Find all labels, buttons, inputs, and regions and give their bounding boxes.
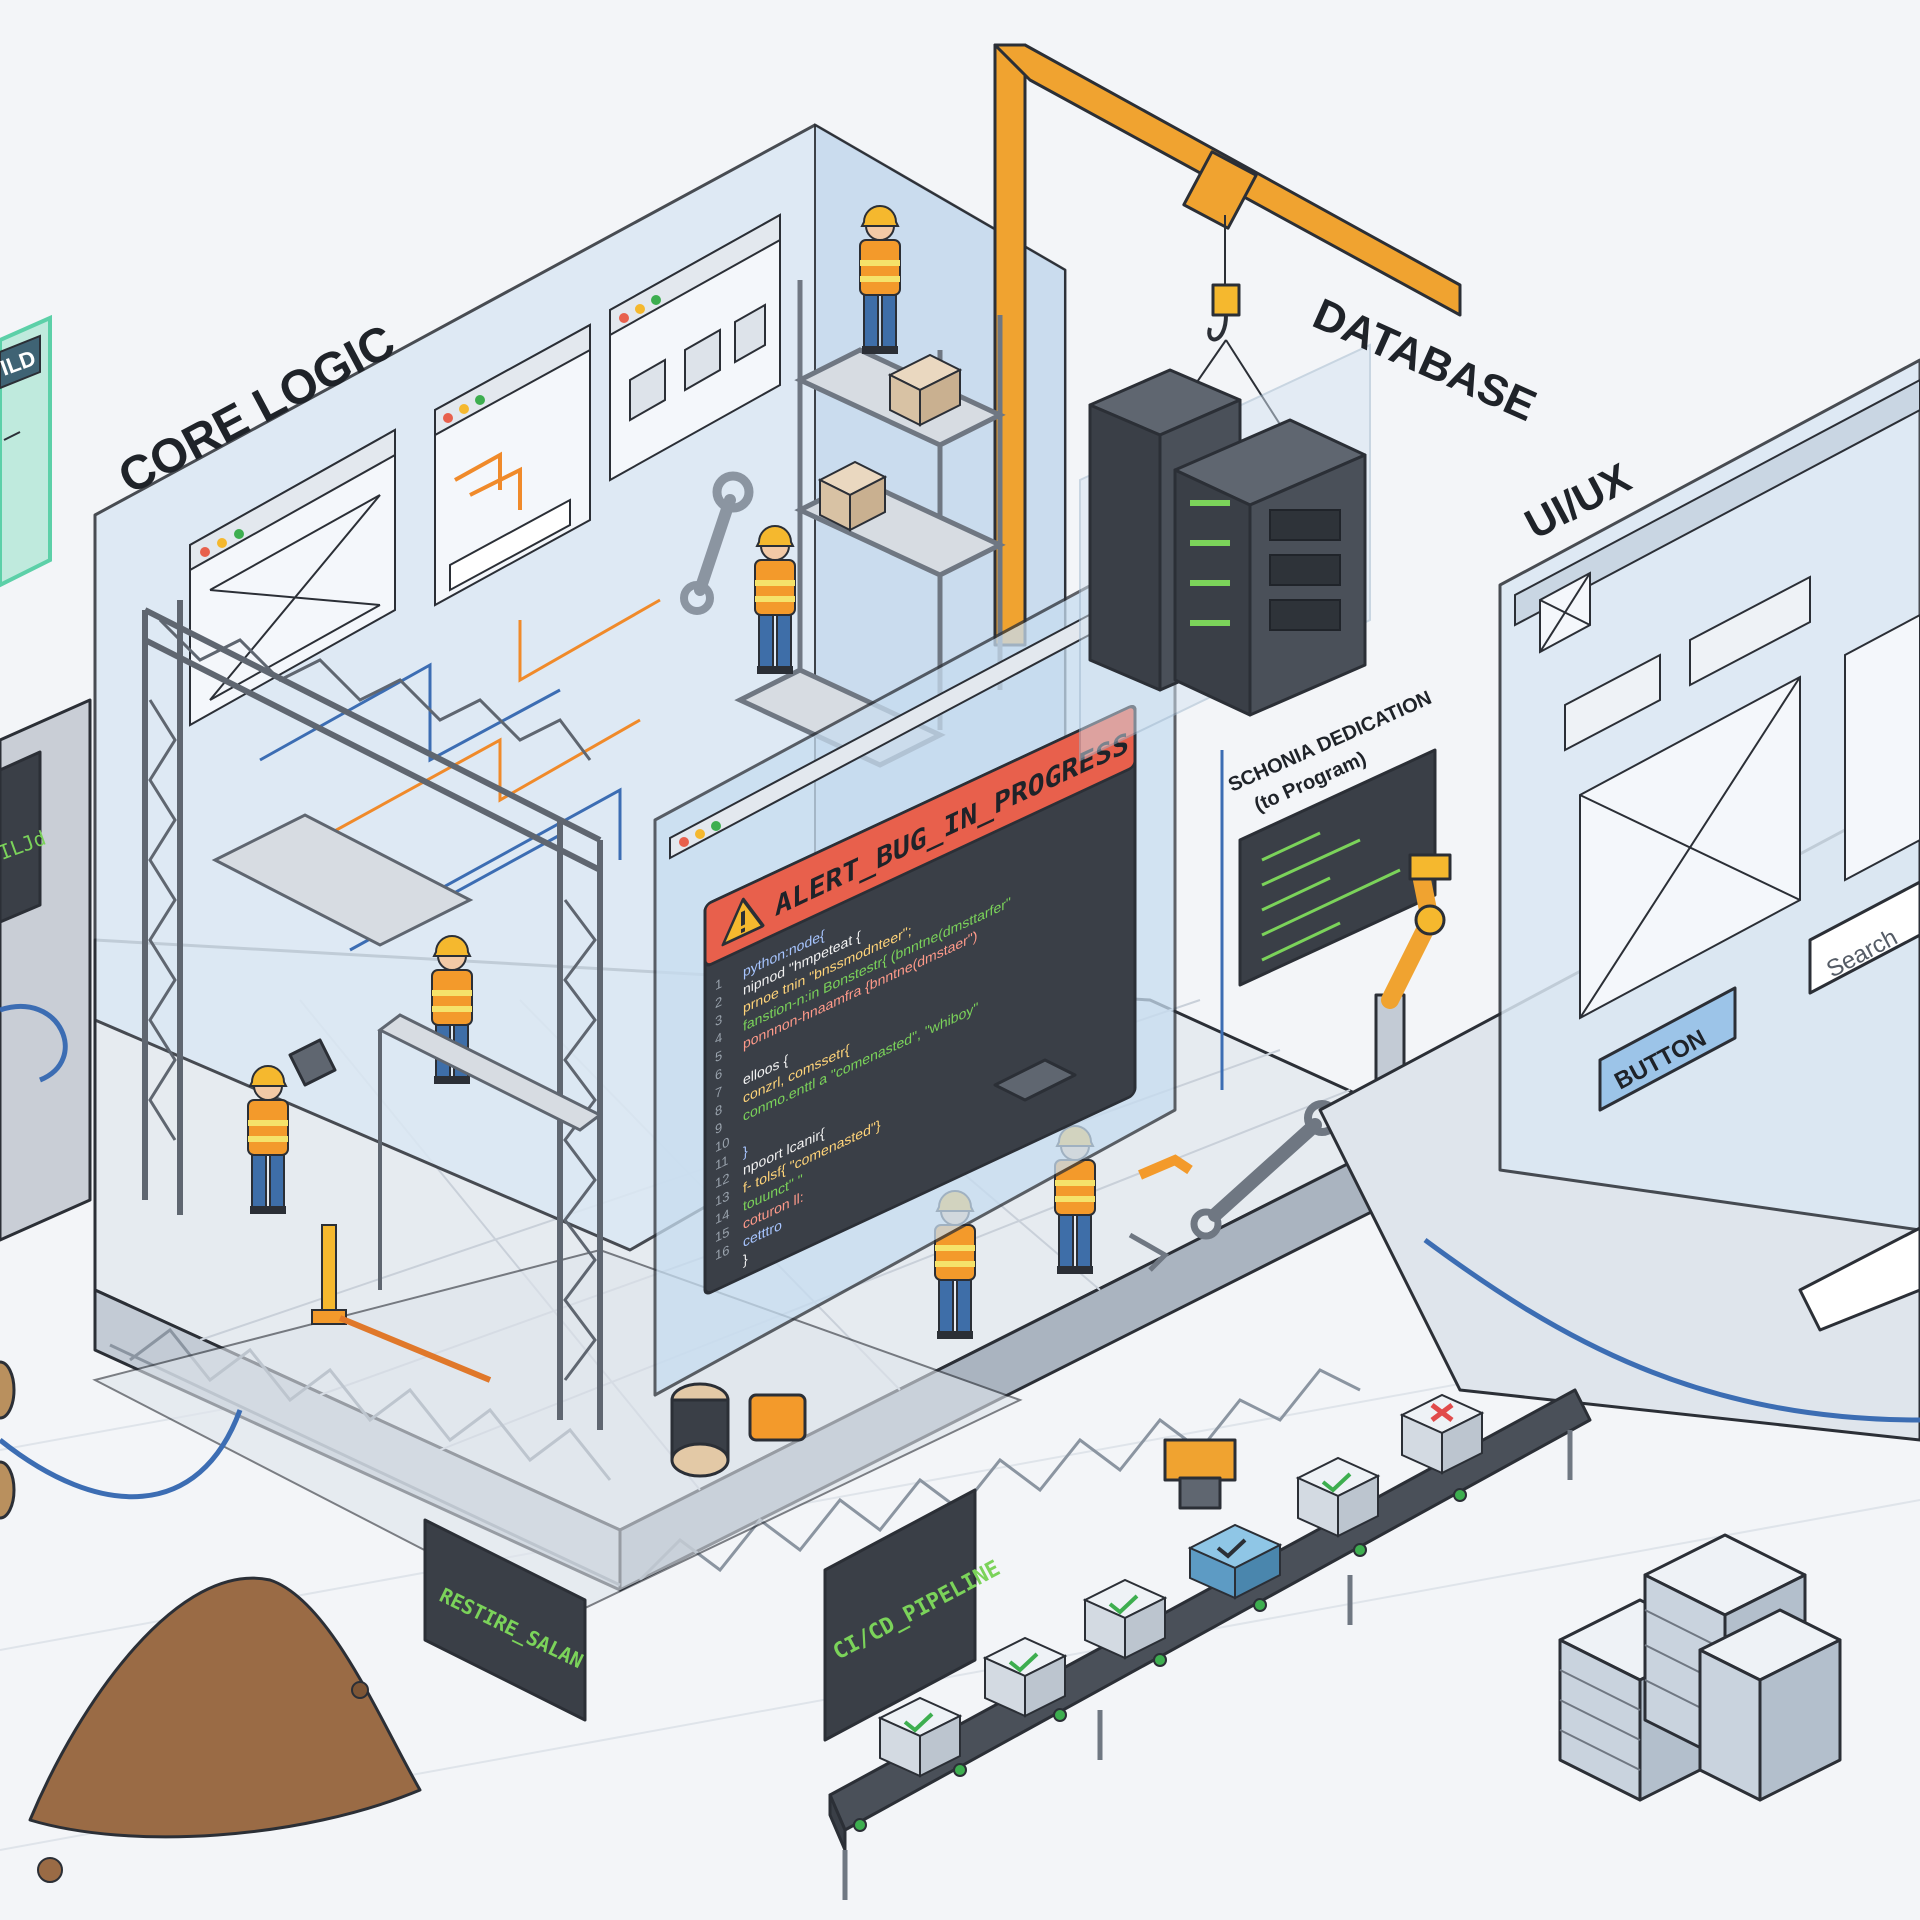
line-number: 10 <box>715 1134 730 1155</box>
box <box>887 353 963 427</box>
cable-spool <box>0 1360 16 1520</box>
wrench-icon <box>1190 1100 1340 1240</box>
cables <box>0 1237 1920 1500</box>
line-number: 9 <box>715 1120 722 1138</box>
line-number: 11 <box>715 1153 728 1174</box>
check-box <box>1082 1578 1168 1660</box>
line-number: 14 <box>715 1206 730 1227</box>
pliers <box>1128 1154 1193 1272</box>
wireframe-large-image <box>1579 675 1801 1020</box>
line-number: 5 <box>715 1047 723 1065</box>
wrench-icon <box>680 471 754 615</box>
check-icon <box>1008 1652 1039 1673</box>
scanner-robot <box>1163 1438 1237 1510</box>
check-box <box>877 1696 963 1778</box>
check-icon <box>1216 1538 1247 1559</box>
server-rack-icon <box>1173 418 1367 717</box>
document-stack <box>1698 1608 1842 1802</box>
line-number: 16 <box>715 1242 729 1263</box>
flowchart-window-3 <box>609 213 781 482</box>
line-number: 1 <box>715 976 722 994</box>
box <box>817 460 888 532</box>
check-icon <box>1321 1472 1352 1493</box>
pipeline-sign: CI/CD_PIPELINE <box>823 1488 1005 1742</box>
cross-icon <box>1430 1403 1454 1422</box>
reject-box <box>1399 1393 1485 1475</box>
schema-monitor <box>1238 748 1437 987</box>
line-number: 8 <box>715 1101 723 1119</box>
check-icon <box>903 1712 934 1733</box>
code-line: } <box>743 1252 748 1269</box>
cable-spool <box>670 1382 807 1478</box>
warning-icon <box>721 897 765 947</box>
line-number: 2 <box>715 994 722 1012</box>
line-number: 3 <box>715 1012 722 1030</box>
check-box <box>982 1636 1068 1718</box>
code-line: } <box>743 1144 748 1161</box>
flowchart-window-2 <box>434 323 591 607</box>
crane-hook-icon <box>1207 283 1241 342</box>
line-number: 7 <box>715 1084 722 1102</box>
truss-frame <box>142 600 603 1430</box>
jack-tool <box>311 1224 492 1383</box>
line-number: 12 <box>715 1170 729 1191</box>
dirt-pile <box>28 1576 422 1883</box>
restire-sign: RESTIRE_SALAN <box>423 1518 587 1722</box>
uiux-area: UI/UX BUTTON Search <box>1318 358 1920 1442</box>
line-number: 4 <box>715 1029 723 1047</box>
line-number: 13 <box>715 1188 729 1209</box>
left-build-panel: ILD <box>0 314 52 588</box>
left-machine: ILJd <box>0 698 92 1242</box>
tablet <box>288 1038 1077 1102</box>
line-number: 6 <box>715 1066 722 1084</box>
check-icon <box>1108 1594 1139 1615</box>
check-box <box>1295 1456 1381 1538</box>
check-box <box>1187 1523 1283 1600</box>
line-number: 15 <box>715 1224 730 1245</box>
wireframe-image <box>1539 571 1591 654</box>
